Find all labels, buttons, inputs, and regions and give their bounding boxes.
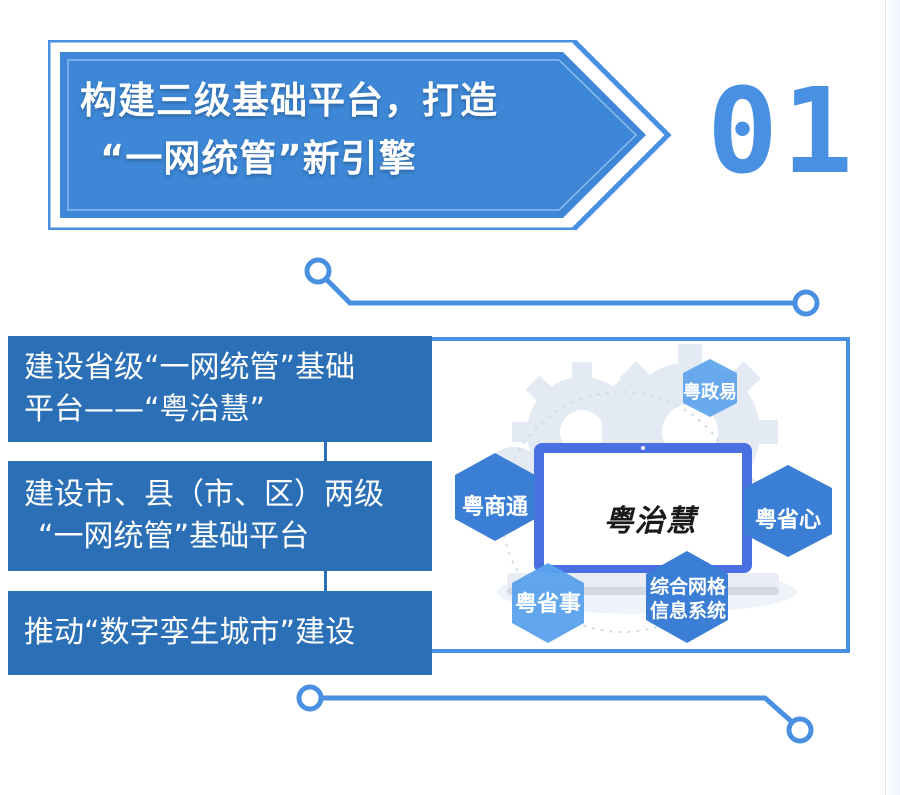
list-item-1-line2: 平台——“粤治慧” [24,392,266,427]
header-title-line1: 构建三级基础平台，打造 [80,79,498,122]
list-connector-1 [324,442,327,461]
hexagon-node-right [744,465,832,557]
hexagon-node-bottom-left [512,563,584,643]
list-item-provincial-platform: 建设省级“一网统管”基础 平台——“粤治慧” [8,336,432,442]
node-label-bottom-right-line2: 信息系统 [649,600,726,622]
platform-diagram [455,344,832,643]
section-number: 01 [707,62,858,200]
list-item-2-line2: “一网统管”基础平台 [38,519,310,554]
list-item-city-county-platform: 建设市、县（市、区）两级 “一网统管”基础平台 [8,461,432,571]
hexagon-node-top [683,359,737,417]
list-item-digital-twin-city: 推动“数字孪生城市”建设 [8,591,432,675]
list-connector-2 [324,571,327,591]
top-circuit-line [304,257,820,317]
node-label-right: 粤省心 [754,508,821,533]
header-title-line2: “一网统管”新引擎 [100,137,417,180]
list-item-2-line1: 建设市、县（市、区）两级 [24,477,384,512]
header-title: 构建三级基础平台，打造 “一网统管”新引擎 [80,72,600,188]
list-item-3-line1: 推动“数字孪生城市”建设 [24,615,356,650]
header-banner [48,40,672,230]
node-label-left: 粤商通 [461,495,528,520]
center-platform-label: 粤治慧 [603,504,697,539]
right-edge-strip [885,0,900,795]
node-label-bottom-left: 粤省事 [514,592,581,617]
bottom-circuit-line [296,684,814,744]
list-item-1-line1: 建设省级“一网统管”基础 [24,350,356,385]
hexagon-node-left [455,453,535,541]
hexagon-node-bottom-right [646,551,728,643]
node-label-bottom-right-line1: 综合网格 [649,576,726,598]
node-label-bottom-right: 综合网格 信息系统 [643,575,733,623]
node-label-top: 粤政易 [683,382,737,403]
